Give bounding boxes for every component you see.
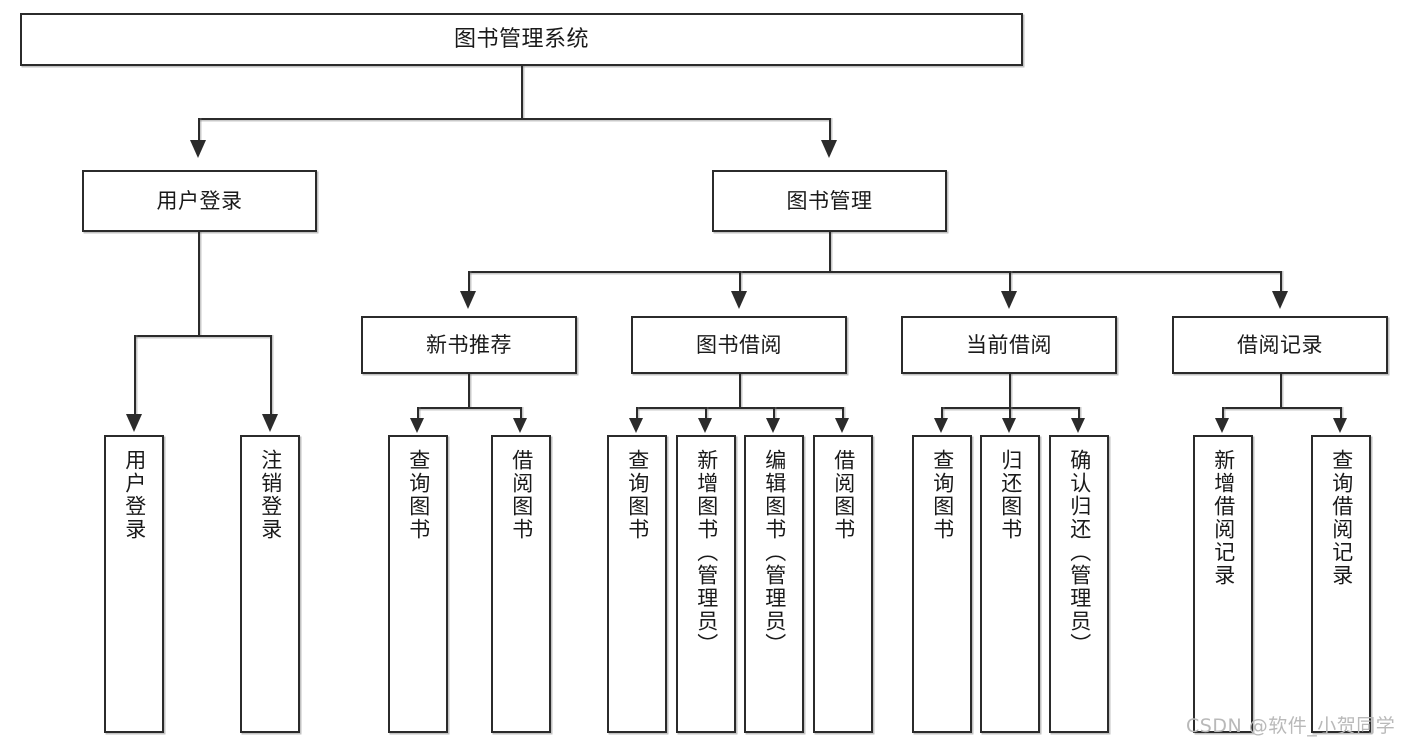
node-borrow-records[interactable]: 借阅记录: [1172, 316, 1388, 374]
connector-recommend-bus: [417, 407, 520, 409]
leaf-records-query-record[interactable]: 查询借阅记录: [1311, 435, 1371, 733]
node-user-login[interactable]: 用户登录: [82, 170, 317, 232]
connector-recommend-drop-1: [417, 407, 419, 418]
arrowhead-recommend-1: [410, 418, 424, 433]
node-label: 借阅记录: [1237, 332, 1323, 357]
leaf-user-login[interactable]: 用户登录: [104, 435, 164, 733]
leaf-borrow-add-book-admin[interactable]: 新增图书（管理员）: [676, 435, 736, 733]
node-label: 查询图书: [625, 449, 650, 541]
leaf-borrow-edit-book-admin[interactable]: 编辑图书（管理员）: [744, 435, 804, 733]
node-label: 新增图书（管理员）: [694, 449, 719, 656]
leaf-borrow-query-book[interactable]: 查询图书: [607, 435, 667, 733]
node-label: 用户登录: [122, 449, 147, 541]
node-current-borrow[interactable]: 当前借阅: [901, 316, 1117, 374]
connector-user-login-drop-1: [134, 335, 136, 417]
connector-current-drop-2: [1009, 407, 1011, 418]
arrowhead-level2-2: [821, 140, 837, 158]
connector-current-drop-3: [1078, 407, 1080, 418]
arrowhead-user-login-2: [262, 414, 278, 432]
node-label: 查询图书: [930, 449, 955, 541]
arrowhead-borrow-2: [698, 418, 712, 433]
connector-user-login-stem: [198, 232, 200, 335]
node-label: 借阅图书: [831, 449, 856, 541]
connector-book-mgmt-drop-2: [739, 271, 741, 292]
node-label: 确认归还（管理员）: [1067, 449, 1092, 656]
node-label: 新书推荐: [426, 332, 512, 357]
arrowhead-current-2: [1002, 418, 1016, 433]
connector-book-mgmt-drop-1: [468, 271, 470, 292]
leaf-records-add-record[interactable]: 新增借阅记录: [1193, 435, 1253, 733]
csdn-watermark: CSDN @软件_小贺同学: [1186, 715, 1396, 737]
connector-book-mgmt-bus: [468, 271, 1280, 273]
node-label: 新增借阅记录: [1211, 449, 1236, 587]
arrowhead-current-3: [1071, 418, 1085, 433]
connector-current-drop-1: [941, 407, 943, 418]
arrowhead-records-1: [1215, 418, 1229, 433]
connector-recommend-drop-2: [520, 407, 522, 418]
connector-level2-drop-2: [829, 118, 831, 140]
node-label: 图书借阅: [696, 332, 782, 357]
connector-root-stem: [521, 66, 523, 118]
connector-book-mgmt-drop-3: [1009, 271, 1011, 292]
node-label: 编辑图书（管理员）: [762, 449, 787, 656]
arrowhead-level2-1: [190, 140, 206, 158]
node-label: 归还图书: [998, 449, 1023, 541]
connector-recommend-stem: [468, 374, 470, 407]
connector-user-login-drop-2: [270, 335, 272, 417]
node-root-system[interactable]: 图书管理系统: [20, 13, 1023, 66]
leaf-borrow-borrow-book[interactable]: 借阅图书: [813, 435, 873, 733]
connector-records-stem: [1280, 374, 1282, 407]
connector-borrow-drop-1: [636, 407, 638, 418]
node-label: 查询借阅记录: [1329, 449, 1354, 587]
node-label: 查询图书: [406, 449, 431, 541]
connector-borrow-drop-3: [773, 407, 775, 418]
arrowhead-borrow-4: [835, 418, 849, 433]
node-label: 借阅图书: [509, 449, 534, 541]
leaf-current-return-book[interactable]: 归还图书: [980, 435, 1040, 733]
arrowhead-recommend-2: [513, 418, 527, 433]
arrowhead-current-1: [934, 418, 948, 433]
arrowhead-book-mgmt-1: [460, 291, 476, 309]
leaf-current-query-book[interactable]: 查询图书: [912, 435, 972, 733]
connector-book-mgmt-drop-4: [1280, 271, 1282, 292]
arrowhead-book-mgmt-3: [1001, 291, 1017, 309]
connector-level2-bus: [198, 118, 831, 120]
arrowhead-book-mgmt-4: [1272, 291, 1288, 309]
arrowhead-records-2: [1333, 418, 1347, 433]
leaf-recommend-borrow-book[interactable]: 借阅图书: [491, 435, 551, 733]
connector-borrow-drop-4: [842, 407, 844, 418]
connector-borrow-stem: [739, 374, 741, 407]
connector-borrow-drop-2: [705, 407, 707, 418]
node-book-management[interactable]: 图书管理: [712, 170, 947, 232]
connector-records-drop-1: [1222, 407, 1224, 418]
arrowhead-user-login-1: [126, 414, 142, 432]
leaf-current-confirm-return-admin[interactable]: 确认归还（管理员）: [1049, 435, 1109, 733]
connector-level2-drop-1: [198, 118, 200, 140]
node-label: 注销登录: [258, 449, 283, 541]
connector-current-stem: [1009, 374, 1011, 407]
arrowhead-borrow-1: [629, 418, 643, 433]
connector-user-login-bus: [134, 335, 271, 337]
node-book-borrow[interactable]: 图书借阅: [631, 316, 847, 374]
connector-borrow-bus: [636, 407, 842, 409]
connector-records-bus: [1222, 407, 1340, 409]
arrowhead-book-mgmt-2: [731, 291, 747, 309]
node-new-book-recommend[interactable]: 新书推荐: [361, 316, 577, 374]
connector-book-mgmt-stem: [829, 232, 831, 271]
arrowhead-borrow-3: [766, 418, 780, 433]
node-label: 图书管理系统: [453, 26, 589, 52]
connector-records-drop-2: [1340, 407, 1342, 418]
leaf-logout[interactable]: 注销登录: [240, 435, 300, 733]
node-label: 用户登录: [156, 188, 243, 213]
leaf-recommend-query-book[interactable]: 查询图书: [388, 435, 448, 733]
node-label: 图书管理: [786, 188, 873, 213]
node-label: 当前借阅: [966, 332, 1052, 357]
